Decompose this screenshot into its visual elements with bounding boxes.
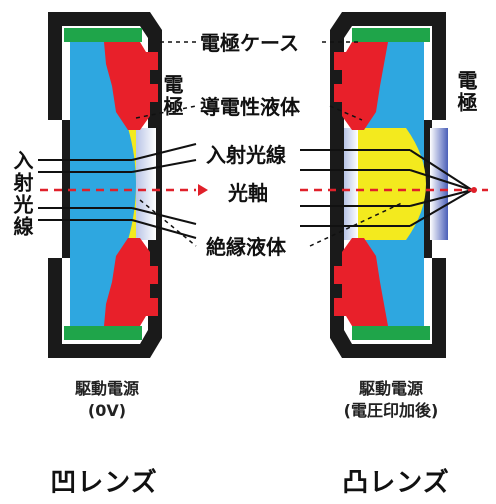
label-insulating-liquid: 絶縁液体 bbox=[206, 235, 287, 259]
label-electrode-right: 電極 bbox=[454, 70, 478, 114]
electrode-bottom-right bbox=[334, 238, 388, 326]
label-electrode-case: 電極ケース bbox=[200, 31, 299, 55]
convex-lens-assembly bbox=[330, 12, 448, 358]
label-electrode-left: 電極 bbox=[160, 74, 184, 118]
label-incident-ray-left: 入射光線 bbox=[10, 150, 34, 238]
concave-lens-title: 凹レンズ bbox=[50, 468, 158, 498]
convex-lens-title: 凸レンズ bbox=[342, 468, 450, 498]
glass-window-right bbox=[430, 128, 448, 240]
drive-power-left-label: 駆動電源 bbox=[74, 379, 139, 398]
drive-power-right-voltage: (電圧印加後) bbox=[343, 401, 439, 420]
rays-left bbox=[38, 143, 197, 239]
electrode-bottom-left bbox=[104, 238, 158, 326]
seal-top-left bbox=[64, 28, 142, 42]
drive-power-right: 駆動電源 (電圧印加後) bbox=[316, 378, 466, 422]
label-conductive-liquid: 導電性液体 bbox=[200, 95, 301, 119]
drive-power-left-voltage: (0V) bbox=[87, 401, 127, 420]
drive-power-left: 駆動電源 (0V) bbox=[48, 378, 166, 422]
electrode-top-left bbox=[104, 42, 158, 130]
seal-bottom-right bbox=[352, 326, 430, 340]
drive-power-right-label: 駆動電源 bbox=[358, 379, 423, 398]
leader-lines bbox=[135, 41, 405, 247]
electrode-top-right bbox=[334, 42, 388, 130]
label-optical-axis: 光軸 bbox=[227, 181, 268, 205]
seal-top-right bbox=[352, 28, 430, 42]
seal-bottom-left bbox=[64, 326, 142, 340]
focal-point bbox=[471, 187, 477, 193]
glass-window-right-inner bbox=[344, 128, 358, 240]
concave-lens-assembly bbox=[48, 12, 162, 358]
optical-axis-arrow-left bbox=[198, 184, 208, 196]
insulating-liquid-right bbox=[356, 128, 426, 240]
rays-right bbox=[300, 149, 473, 227]
label-incident-ray-center: 入射光線 bbox=[206, 143, 286, 167]
